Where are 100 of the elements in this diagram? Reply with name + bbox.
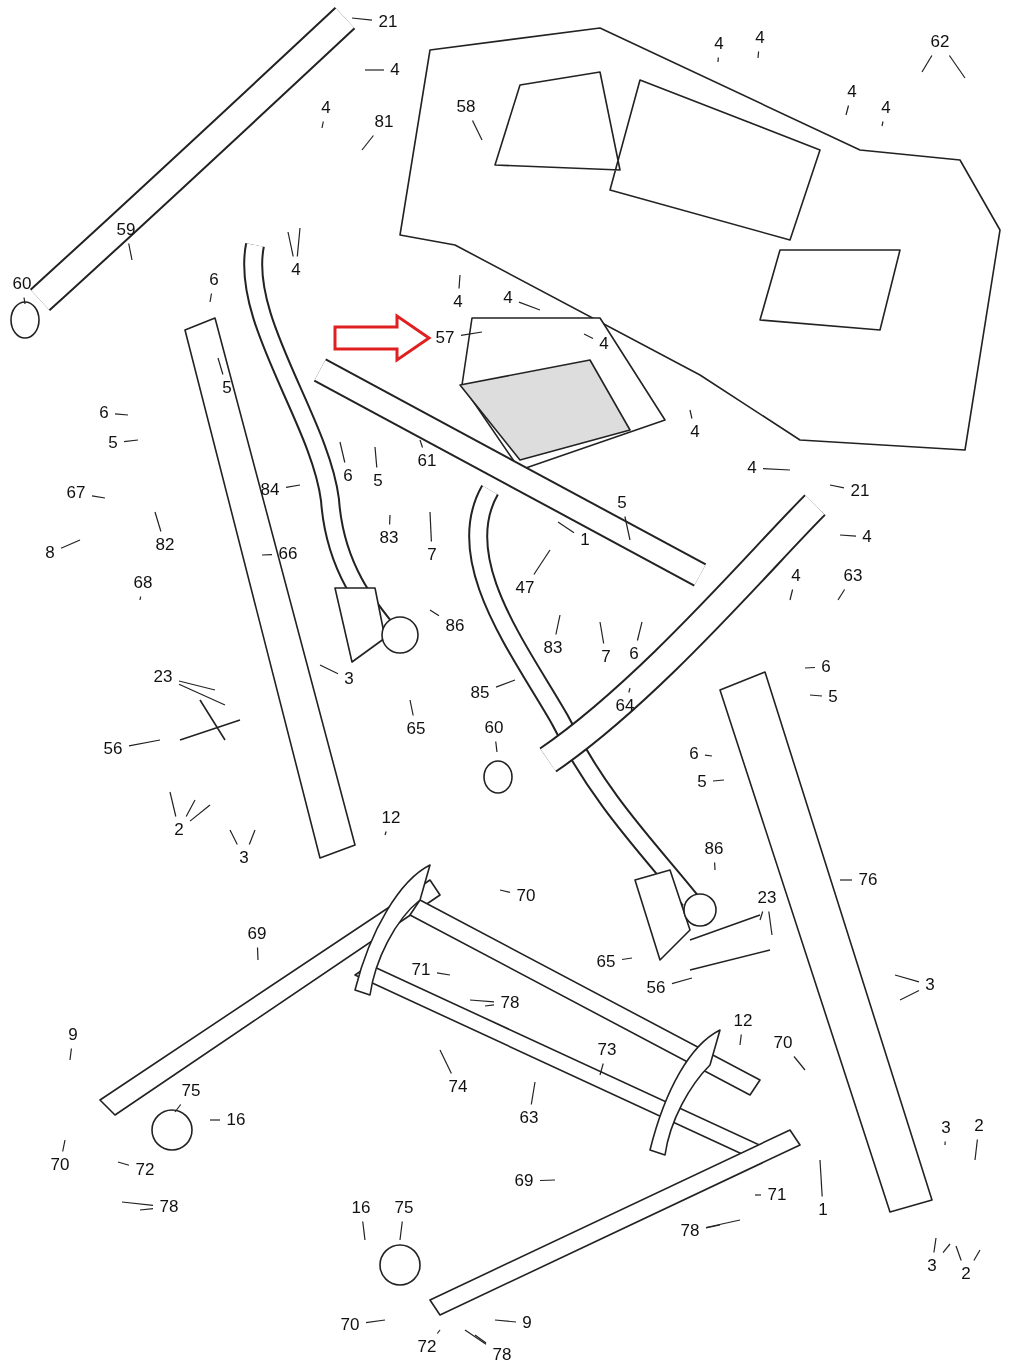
leader-line <box>474 1334 487 1344</box>
leader-line <box>436 972 451 976</box>
leader-line <box>495 679 516 688</box>
callout-number: 5 <box>616 493 628 513</box>
leader-line <box>128 739 161 747</box>
leader-line <box>757 50 760 59</box>
callout-number: 1 <box>579 530 591 550</box>
leader-line <box>599 1062 604 1076</box>
leader-line <box>319 664 339 675</box>
leader-line <box>754 1194 762 1196</box>
leader-line <box>189 804 211 822</box>
callout-number: 58 <box>455 97 477 117</box>
leader-line <box>768 910 773 936</box>
callout-number: 2 <box>960 1264 972 1284</box>
leader-line <box>471 119 483 141</box>
callout-number: 4 <box>598 334 610 354</box>
callout-number: 78 <box>491 1345 513 1365</box>
callout-number: 5 <box>107 433 119 453</box>
leader-line <box>494 1319 517 1323</box>
callout-number: 68 <box>132 573 154 593</box>
callout-number: 12 <box>380 808 402 828</box>
callout-number: 69 <box>513 1171 535 1191</box>
callout-number: 16 <box>225 1110 247 1130</box>
leader-line <box>762 468 791 471</box>
leader-line <box>139 595 142 601</box>
callout-number: 81 <box>373 112 395 132</box>
leader-line <box>921 54 933 73</box>
callout-number: 4 <box>713 34 725 54</box>
leader-line <box>60 539 81 549</box>
leader-line <box>624 515 631 541</box>
leader-line <box>439 1049 452 1075</box>
callout-number: 12 <box>732 1011 754 1031</box>
callout-number: 60 <box>11 274 33 294</box>
leader-line <box>933 1237 937 1254</box>
leader-line <box>69 1047 72 1061</box>
leader-line <box>671 977 693 985</box>
leader-line <box>793 1055 806 1071</box>
callout-number: 6 <box>208 270 220 290</box>
callout-number: 7 <box>426 545 438 565</box>
leader-line <box>809 694 823 697</box>
callout-number: 4 <box>290 260 302 280</box>
leader-line <box>583 333 594 340</box>
callout-number: 85 <box>469 683 491 703</box>
callout-number: 63 <box>518 1108 540 1128</box>
leader-line <box>419 439 424 449</box>
callout-number: 2 <box>973 1116 985 1136</box>
callout-number: 5 <box>221 378 233 398</box>
callout-number: 9 <box>521 1313 533 1333</box>
callout-number: 61 <box>416 451 438 471</box>
leader-line <box>364 69 385 71</box>
leader-line <box>128 242 133 261</box>
leader-line <box>518 301 541 311</box>
callout-number: 6 <box>820 657 832 677</box>
leader-line <box>739 1033 742 1046</box>
leader-line <box>209 292 213 303</box>
callout-number: 5 <box>827 687 839 707</box>
leader-line <box>169 791 177 818</box>
leader-line <box>321 120 324 129</box>
callout-number: 2 <box>173 820 185 840</box>
callout-number: 21 <box>849 481 871 501</box>
callout-number: 70 <box>339 1315 361 1335</box>
leader-line <box>374 446 378 469</box>
leader-line <box>117 1161 130 1166</box>
leader-line <box>712 779 725 782</box>
leader-line <box>384 830 387 836</box>
leader-line <box>636 621 643 642</box>
callout-number: 78 <box>679 1221 701 1241</box>
leader-line <box>178 683 226 706</box>
callout-number: 57 <box>434 328 456 348</box>
callout-number: 62 <box>929 32 951 52</box>
callout-number: 6 <box>98 403 110 423</box>
leader-line <box>881 120 884 127</box>
leader-line <box>944 1140 946 1146</box>
leader-line <box>899 989 920 1001</box>
callout-number: 4 <box>389 60 401 80</box>
leader-line <box>351 17 373 21</box>
leader-line <box>409 699 414 717</box>
leader-line <box>460 331 483 336</box>
callout-number: 70 <box>772 1033 794 1053</box>
callout-number: 69 <box>246 924 268 944</box>
leader-line <box>123 439 139 443</box>
callout-number: 21 <box>377 12 399 32</box>
leader-line <box>555 614 561 636</box>
callout-number: 67 <box>65 483 87 503</box>
leader-line <box>759 910 764 921</box>
callout-number: 65 <box>595 952 617 972</box>
leader-line <box>804 666 816 669</box>
callout-number: 8 <box>44 543 56 563</box>
callout-number: 4 <box>502 288 514 308</box>
callout-number: 75 <box>393 1198 415 1218</box>
leader-line <box>464 1329 487 1345</box>
callout-number: 3 <box>940 1118 952 1138</box>
callout-number: 70 <box>515 886 537 906</box>
leader-line <box>91 495 106 499</box>
leader-line <box>533 549 551 576</box>
callout-number: 65 <box>405 719 427 739</box>
callout-number: 66 <box>277 544 299 564</box>
callout-number: 64 <box>614 696 636 716</box>
leader-line <box>285 484 301 488</box>
leader-line <box>704 754 713 757</box>
